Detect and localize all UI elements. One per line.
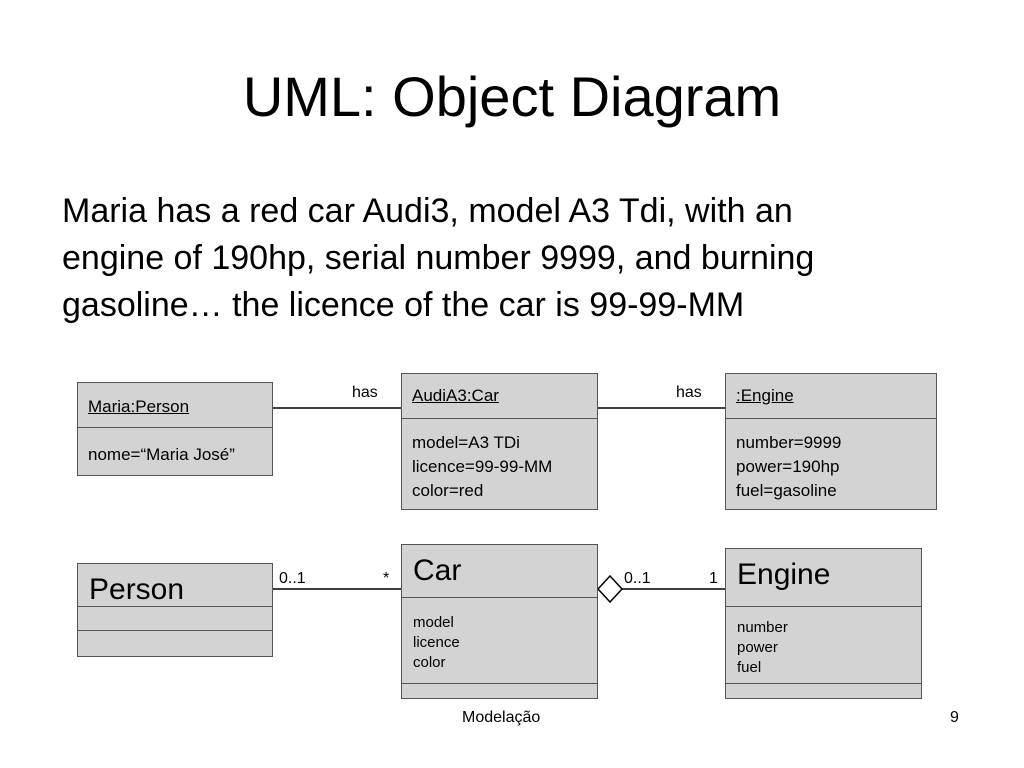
- slide-title: UML: Object Diagram: [242, 65, 782, 128]
- object-attribute: nome=“Maria José”: [88, 445, 235, 464]
- object-maria-person: Maria:Person nome=“Maria José”: [77, 382, 273, 476]
- class-name: Person: [89, 573, 185, 606]
- object-attribute: power=190hp: [736, 457, 840, 476]
- aggregation-diamond: [596, 574, 624, 604]
- link-label: has: [676, 384, 702, 401]
- class-car: Car model licence color: [401, 544, 598, 699]
- class-name: Car: [413, 554, 462, 587]
- object-audia3-car: AudiA3:Car model=A3 TDi licence=99-99-MM…: [401, 373, 598, 510]
- class-attribute: licence: [413, 634, 460, 651]
- class-attribute: color: [413, 654, 446, 671]
- object-attribute: model=A3 TDi: [412, 433, 520, 452]
- slide-description: Maria has a red car Audi3, model A3 Tdi,…: [62, 188, 982, 329]
- class-name: Engine: [737, 558, 831, 591]
- multiplicity-label: 1: [709, 570, 718, 587]
- footer-title: Modelação: [462, 709, 541, 726]
- description-line: gasoline… the licence of the car is 99-9…: [62, 286, 745, 324]
- object-name: Maria:Person: [88, 397, 190, 416]
- multiplicity-label: 0..1: [624, 570, 651, 587]
- multiplicity-label: 0..1: [279, 570, 306, 587]
- object-name: AudiA3:Car: [412, 386, 499, 405]
- object-attribute: number=9999: [736, 433, 842, 452]
- class-person: Person: [77, 563, 273, 657]
- object-attribute: licence=99-99-MM: [412, 457, 553, 476]
- object-attribute: color=red: [412, 481, 484, 500]
- class-engine: Engine number power fuel: [725, 548, 922, 699]
- multiplicity-label: *: [383, 570, 390, 587]
- link-label: has: [352, 384, 378, 401]
- class-attribute: power: [737, 639, 778, 656]
- class-attribute: fuel: [737, 659, 762, 676]
- object-name: :Engine: [736, 386, 794, 405]
- object-engine: :Engine number=9999 power=190hp fuel=gas…: [725, 373, 937, 510]
- class-attribute: model: [413, 614, 454, 631]
- object-attribute: fuel=gasoline: [736, 481, 837, 500]
- class-attribute: number: [737, 619, 788, 636]
- description-line: engine of 190hp, serial number 9999, and…: [62, 239, 815, 277]
- description-line: Maria has a red car Audi3, model A3 Tdi,…: [62, 192, 793, 230]
- page-number: 9: [950, 709, 959, 726]
